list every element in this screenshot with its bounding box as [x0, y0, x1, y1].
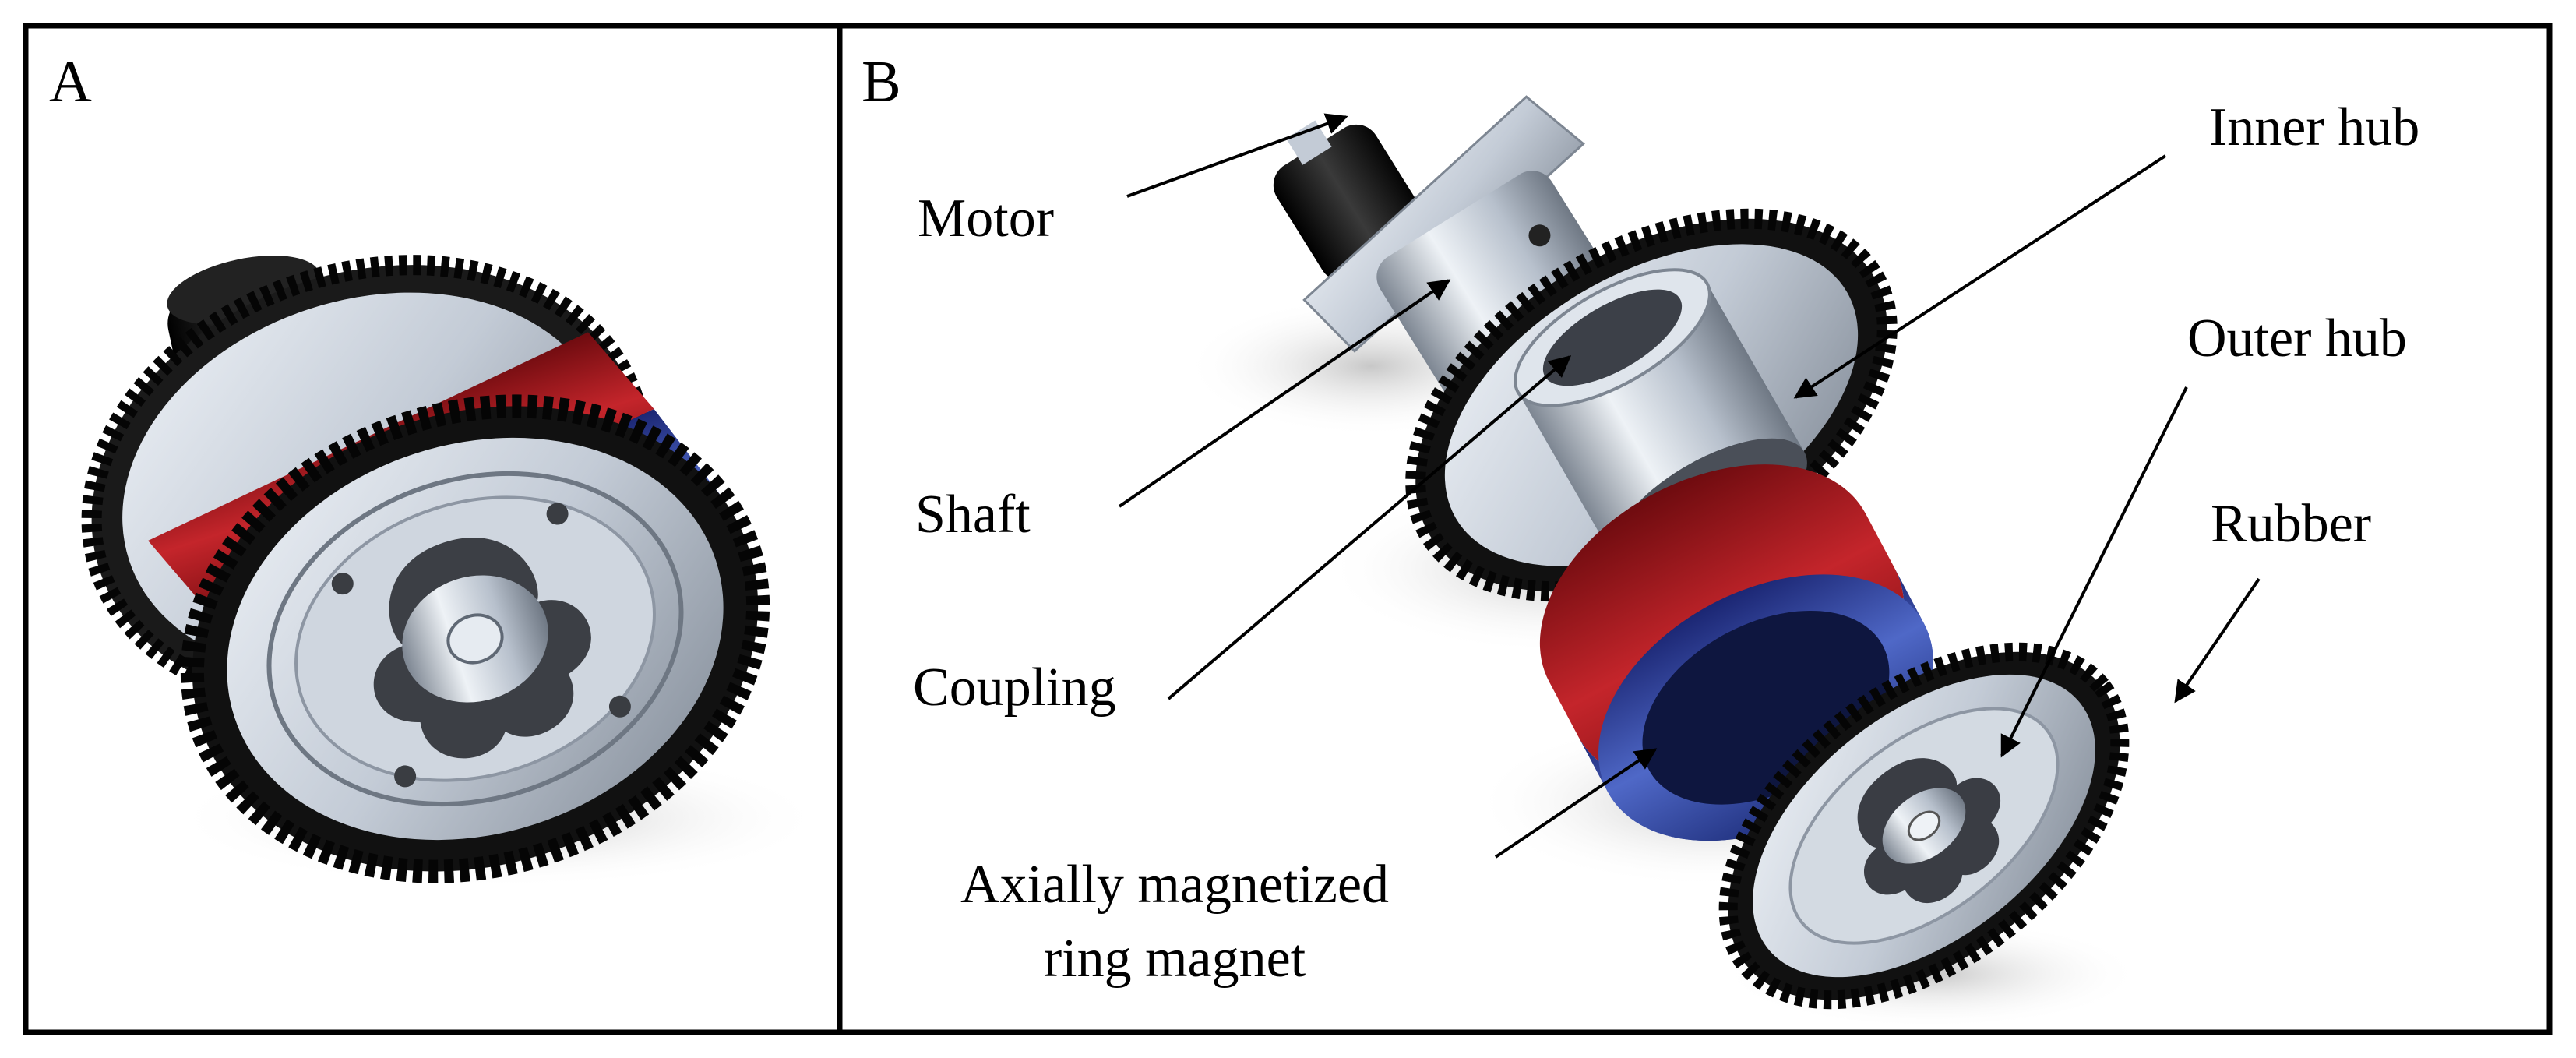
callout-rubber: Rubber	[2211, 494, 2371, 554]
panel-b-letter: B	[862, 49, 901, 115]
callout-outer-hub: Outer hub	[2187, 309, 2407, 369]
shaft-arrow	[1118, 279, 1451, 508]
rubber-arrow	[2174, 577, 2261, 704]
motor-arrow	[1126, 113, 1348, 198]
callout-inner-hub: Inner hub	[2209, 97, 2419, 157]
callout-shaft: Shaft	[915, 485, 1031, 545]
callout-magnet-line1: Axially magnetized	[960, 855, 1389, 915]
callout-arrows	[1118, 113, 2261, 859]
assembled-wheel-rendering	[81, 255, 826, 888]
callout-coupling: Coupling	[913, 658, 1116, 718]
outer-hub-arrow	[2000, 386, 2188, 758]
magnet-arrow	[1494, 748, 1658, 859]
panel-a-letter: A	[49, 49, 92, 115]
panel-a: A	[49, 49, 826, 888]
callout-motor: Motor	[918, 189, 1054, 249]
panel-b: B	[862, 49, 2419, 1028]
inner-hub-arrow	[1793, 154, 2167, 399]
coupling-arrow	[1167, 355, 1572, 700]
callout-magnet-line2: ring magnet	[1044, 929, 1306, 989]
